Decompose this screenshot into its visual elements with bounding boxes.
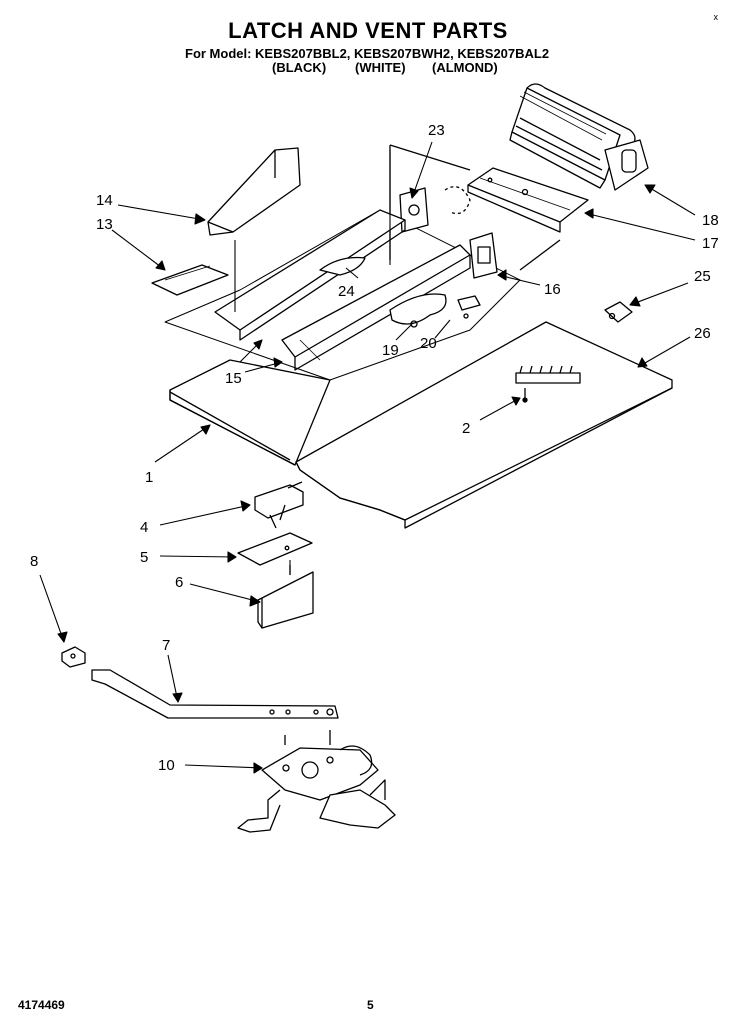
callout-6: 6 bbox=[175, 574, 183, 591]
part-17-vent-bracket bbox=[467, 167, 589, 233]
document-number: 4174469 bbox=[18, 998, 65, 1012]
callout-13: 13 bbox=[96, 216, 113, 233]
part-19-part-20 bbox=[389, 293, 481, 328]
callout-25: 25 bbox=[694, 268, 711, 285]
part-13-strip bbox=[151, 264, 229, 296]
part-2-terminal-strip bbox=[515, 365, 581, 403]
callout-24: 24 bbox=[338, 283, 355, 300]
color-white: (WHITE) bbox=[355, 60, 406, 75]
part-1-top-panel bbox=[169, 359, 331, 466]
part-23-bracket bbox=[399, 186, 471, 233]
corner-mark: x bbox=[713, 12, 719, 22]
callout-14: 14 bbox=[96, 192, 113, 209]
callout-2: 2 bbox=[462, 420, 470, 437]
part-8-bumper bbox=[61, 646, 86, 668]
model-line: For Model: KEBS207BBL2, KEBS207BWH2, KEB… bbox=[185, 46, 550, 61]
callout-4: 4 bbox=[140, 519, 148, 536]
part-16-bracket bbox=[469, 232, 498, 279]
part-24 bbox=[319, 256, 366, 276]
part-10-latch-assembly bbox=[237, 730, 396, 833]
callout-26: 26 bbox=[694, 325, 711, 342]
callout-8: 8 bbox=[30, 553, 38, 570]
color-almond: (ALMOND) bbox=[432, 60, 498, 75]
callout-23: 23 bbox=[428, 122, 445, 139]
part-18-vent-motor bbox=[509, 83, 649, 191]
callout-15: 15 bbox=[225, 370, 242, 387]
part-6-bracket bbox=[257, 565, 314, 629]
callout-1: 1 bbox=[145, 469, 153, 486]
part-25-clip bbox=[604, 301, 633, 323]
callout-7: 7 bbox=[162, 637, 170, 654]
color-black: (BLACK) bbox=[272, 60, 327, 75]
part-4-switch bbox=[254, 481, 304, 529]
part-15-vent-duct bbox=[214, 209, 471, 371]
diagram-title: LATCH AND VENT PARTS bbox=[228, 18, 508, 43]
part-26-main-panel bbox=[169, 321, 673, 529]
part-7-latch-arm bbox=[91, 669, 339, 719]
callout-17: 17 bbox=[702, 235, 719, 252]
leader-lines bbox=[39, 141, 696, 774]
part-5-plate bbox=[237, 532, 313, 566]
callout-16: 16 bbox=[544, 281, 561, 298]
page-number: 5 bbox=[367, 998, 374, 1012]
callout-20: 20 bbox=[420, 335, 437, 352]
callout-5: 5 bbox=[140, 549, 148, 566]
callout-19: 19 bbox=[382, 342, 399, 359]
callout-18: 18 bbox=[702, 212, 719, 229]
part-14-duct bbox=[207, 147, 301, 236]
callout-10: 10 bbox=[158, 757, 175, 774]
